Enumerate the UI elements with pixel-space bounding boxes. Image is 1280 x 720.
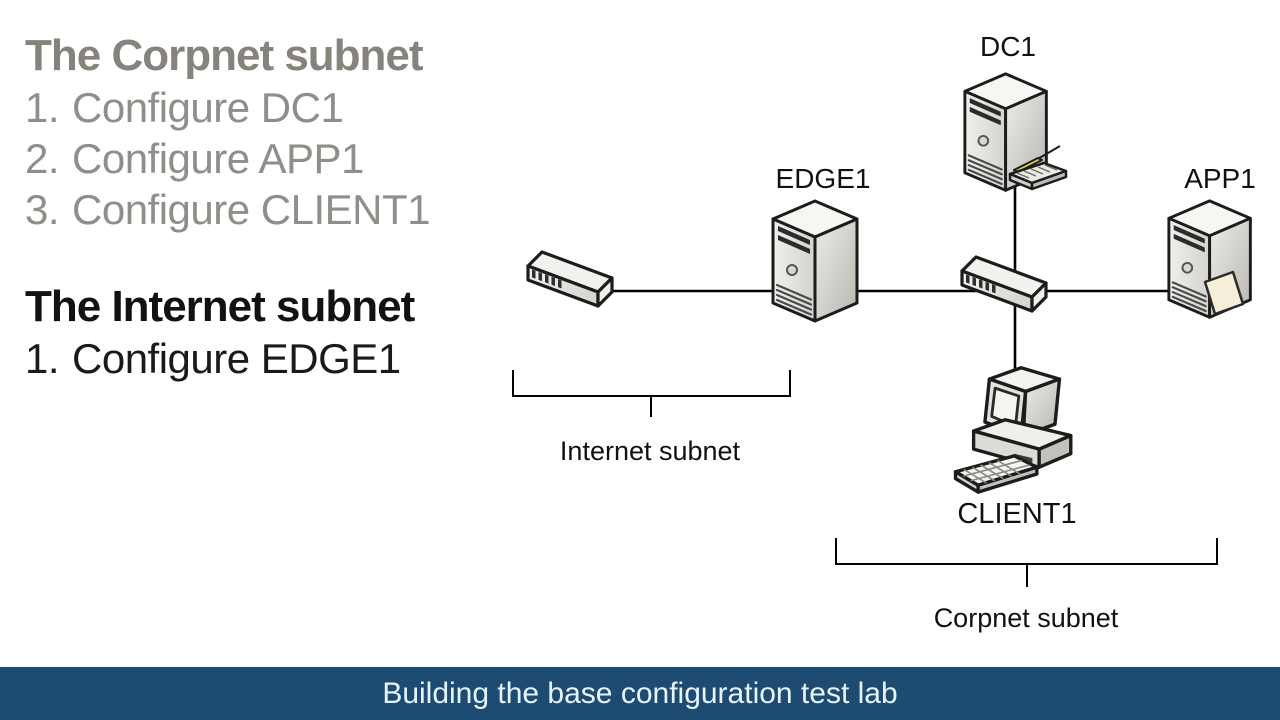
agenda-item-configure-edge1: 1. Configure EDGE1: [25, 333, 475, 384]
internet-subnet-label: Internet subnet: [559, 436, 741, 466]
node-label-client1: CLIENT1: [957, 498, 1077, 530]
node-label-dc1: DC1: [979, 31, 1037, 62]
agenda-item-label: Configure APP1: [72, 135, 364, 182]
agenda-item-label: Configure CLIENT1: [72, 186, 431, 233]
corpnet-subnet-bracket: [835, 538, 1218, 587]
node-label-edge1: EDGE1: [775, 163, 871, 194]
agenda-heading-internet: The Internet subnet: [25, 282, 415, 331]
corpnet-hub-icon: [960, 255, 1048, 313]
agenda-heading-corpnet: The Corpnet subnet: [25, 31, 424, 80]
agenda-section-internet: The Internet subnet 1. Configure EDGE1: [25, 281, 475, 384]
connector-lines: [612, 184, 1172, 374]
agenda-item-label: Configure DC1: [72, 84, 344, 131]
internet-subnet-bracket: [512, 370, 791, 417]
client1-pc-icon: [953, 366, 1073, 494]
agenda-item-number: 3.: [25, 186, 60, 233]
edge1-server-icon: [771, 199, 859, 323]
agenda-section-corpnet: The Corpnet subnet 1. Configure DC1 2. Con…: [25, 30, 475, 235]
agenda-item-configure-client1: 3. Configure CLIENT1: [25, 184, 475, 235]
agenda-item-label: Configure EDGE1: [72, 335, 401, 382]
agenda-item-number: 1.: [25, 335, 60, 382]
agenda-item-configure-dc1: 1. Configure DC1: [25, 82, 475, 133]
footer-title: Building the base configuration test lab: [382, 676, 898, 710]
agenda: The Corpnet subnet 1. Configure DC1 2. Con…: [25, 30, 475, 384]
footer-bar: Building the base configuration test lab: [0, 667, 1280, 720]
agenda-item-number: 1.: [25, 84, 60, 131]
corpnet-subnet-label: Corpnet subnet: [933, 603, 1119, 633]
node-label-app1: APP1: [1184, 163, 1256, 194]
internet-hub-icon: [526, 250, 614, 308]
agenda-item-configure-app1: 2. Configure APP1: [25, 133, 475, 184]
agenda-item-number: 2.: [25, 135, 60, 182]
